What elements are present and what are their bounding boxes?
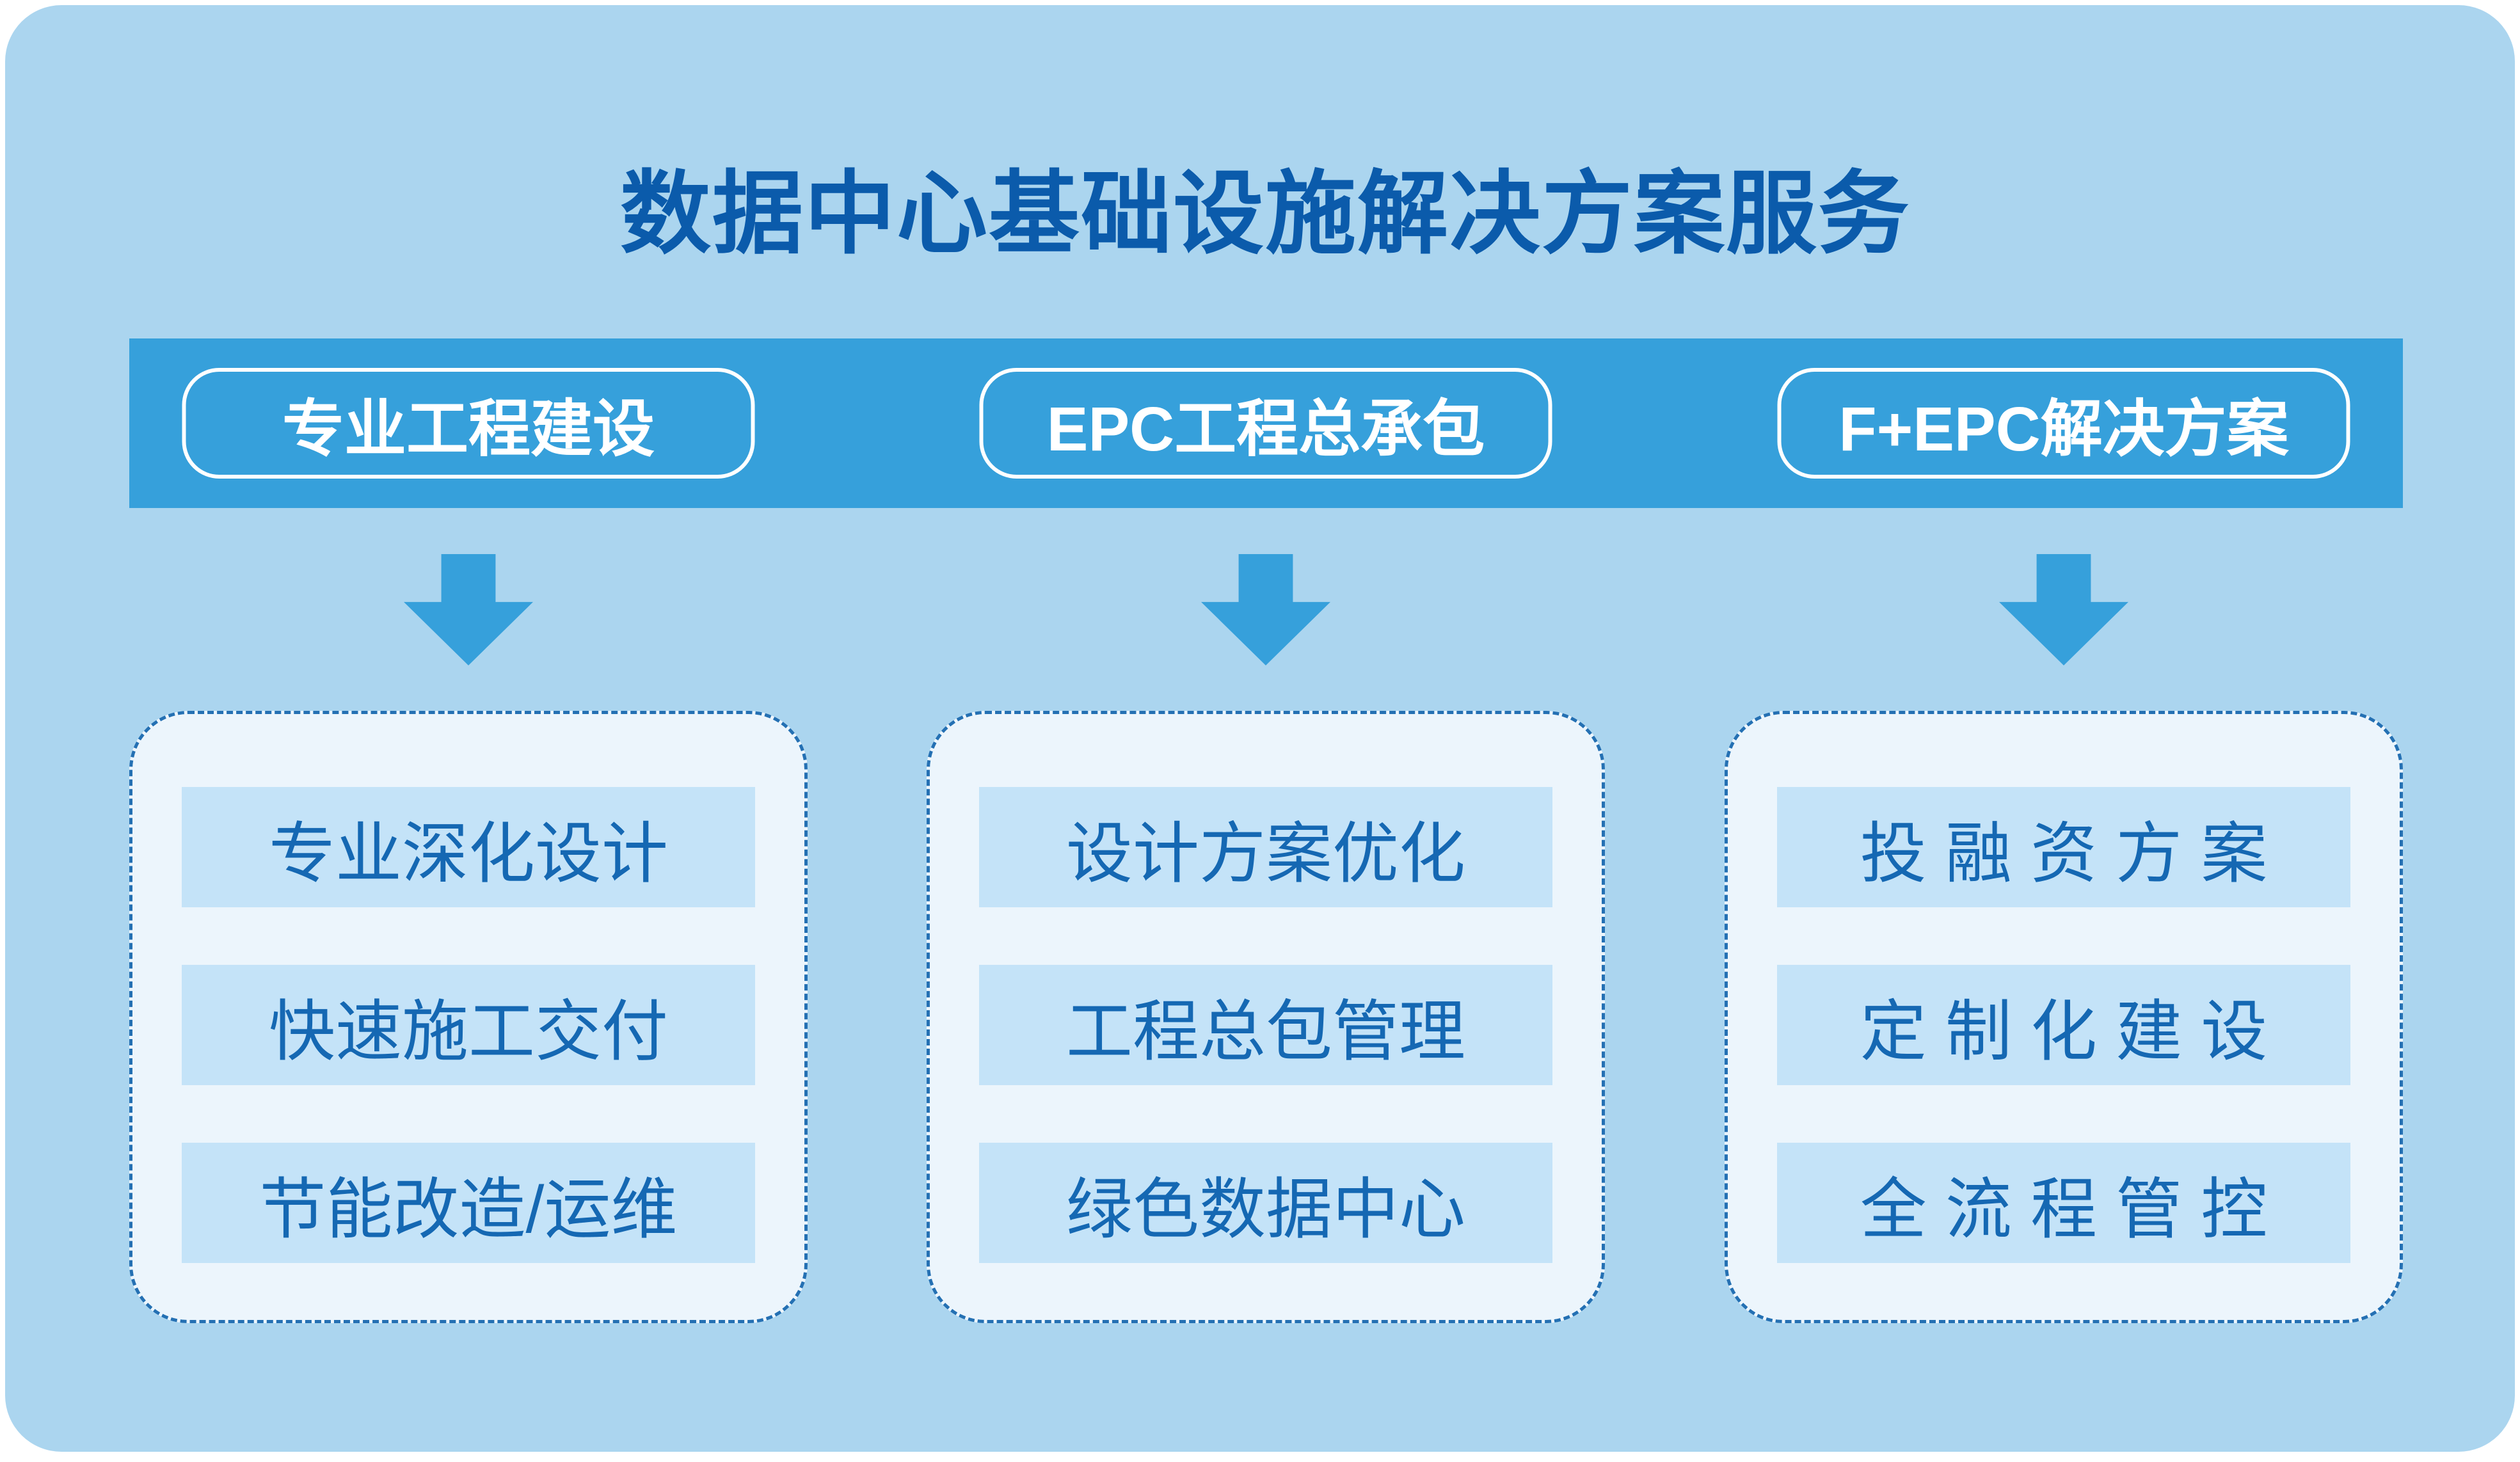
down-arrow-icon	[404, 554, 533, 665]
list-item: 工程总包管理	[979, 965, 1552, 1085]
list-item: 绿色数据中心	[979, 1143, 1552, 1263]
list-item: 定制化建设	[1777, 965, 2350, 1085]
list-item: 快速施工交付	[182, 965, 755, 1085]
list-item: 全流程管控	[1777, 1143, 2350, 1263]
down-arrow-icon	[1201, 554, 1330, 665]
column-f-epc-solution: F+EPC解决方案 投融资方案 定制化建设 全流程管控	[1725, 5, 2403, 1462]
tab-f-epc-solution: F+EPC解决方案	[1777, 368, 2350, 479]
column-epc-contracting: EPC工程总承包 设计方案优化 工程总包管理 绿色数据中心	[927, 5, 1605, 1462]
list-item: 节能改造/运维	[182, 1143, 755, 1263]
panel-epc-contracting: 设计方案优化 工程总包管理 绿色数据中心	[927, 711, 1605, 1323]
page-title: 数据中心基础设施解决方案服务	[620, 163, 1910, 265]
tab-epc-contracting: EPC工程总承包	[979, 368, 1552, 479]
list-item: 投融资方案	[1777, 787, 2350, 907]
panel-f-epc-solution: 投融资方案 定制化建设 全流程管控	[1725, 711, 2403, 1323]
category-band	[129, 338, 2403, 508]
column-professional-construction: 专业工程建设 专业深化设计 快速施工交付 节能改造/运维	[129, 5, 808, 1462]
down-arrow-icon	[1999, 554, 2128, 665]
panel-professional-construction: 专业深化设计 快速施工交付 节能改造/运维	[129, 711, 808, 1323]
tab-professional-construction: 专业工程建设	[182, 368, 755, 479]
list-item: 专业深化设计	[182, 787, 755, 907]
infographic-card: 数据中心基础设施解决方案服务 专业工程建设 专业深化设计 快速施工交付 节能改造…	[5, 5, 2515, 1452]
list-item: 设计方案优化	[979, 787, 1552, 907]
